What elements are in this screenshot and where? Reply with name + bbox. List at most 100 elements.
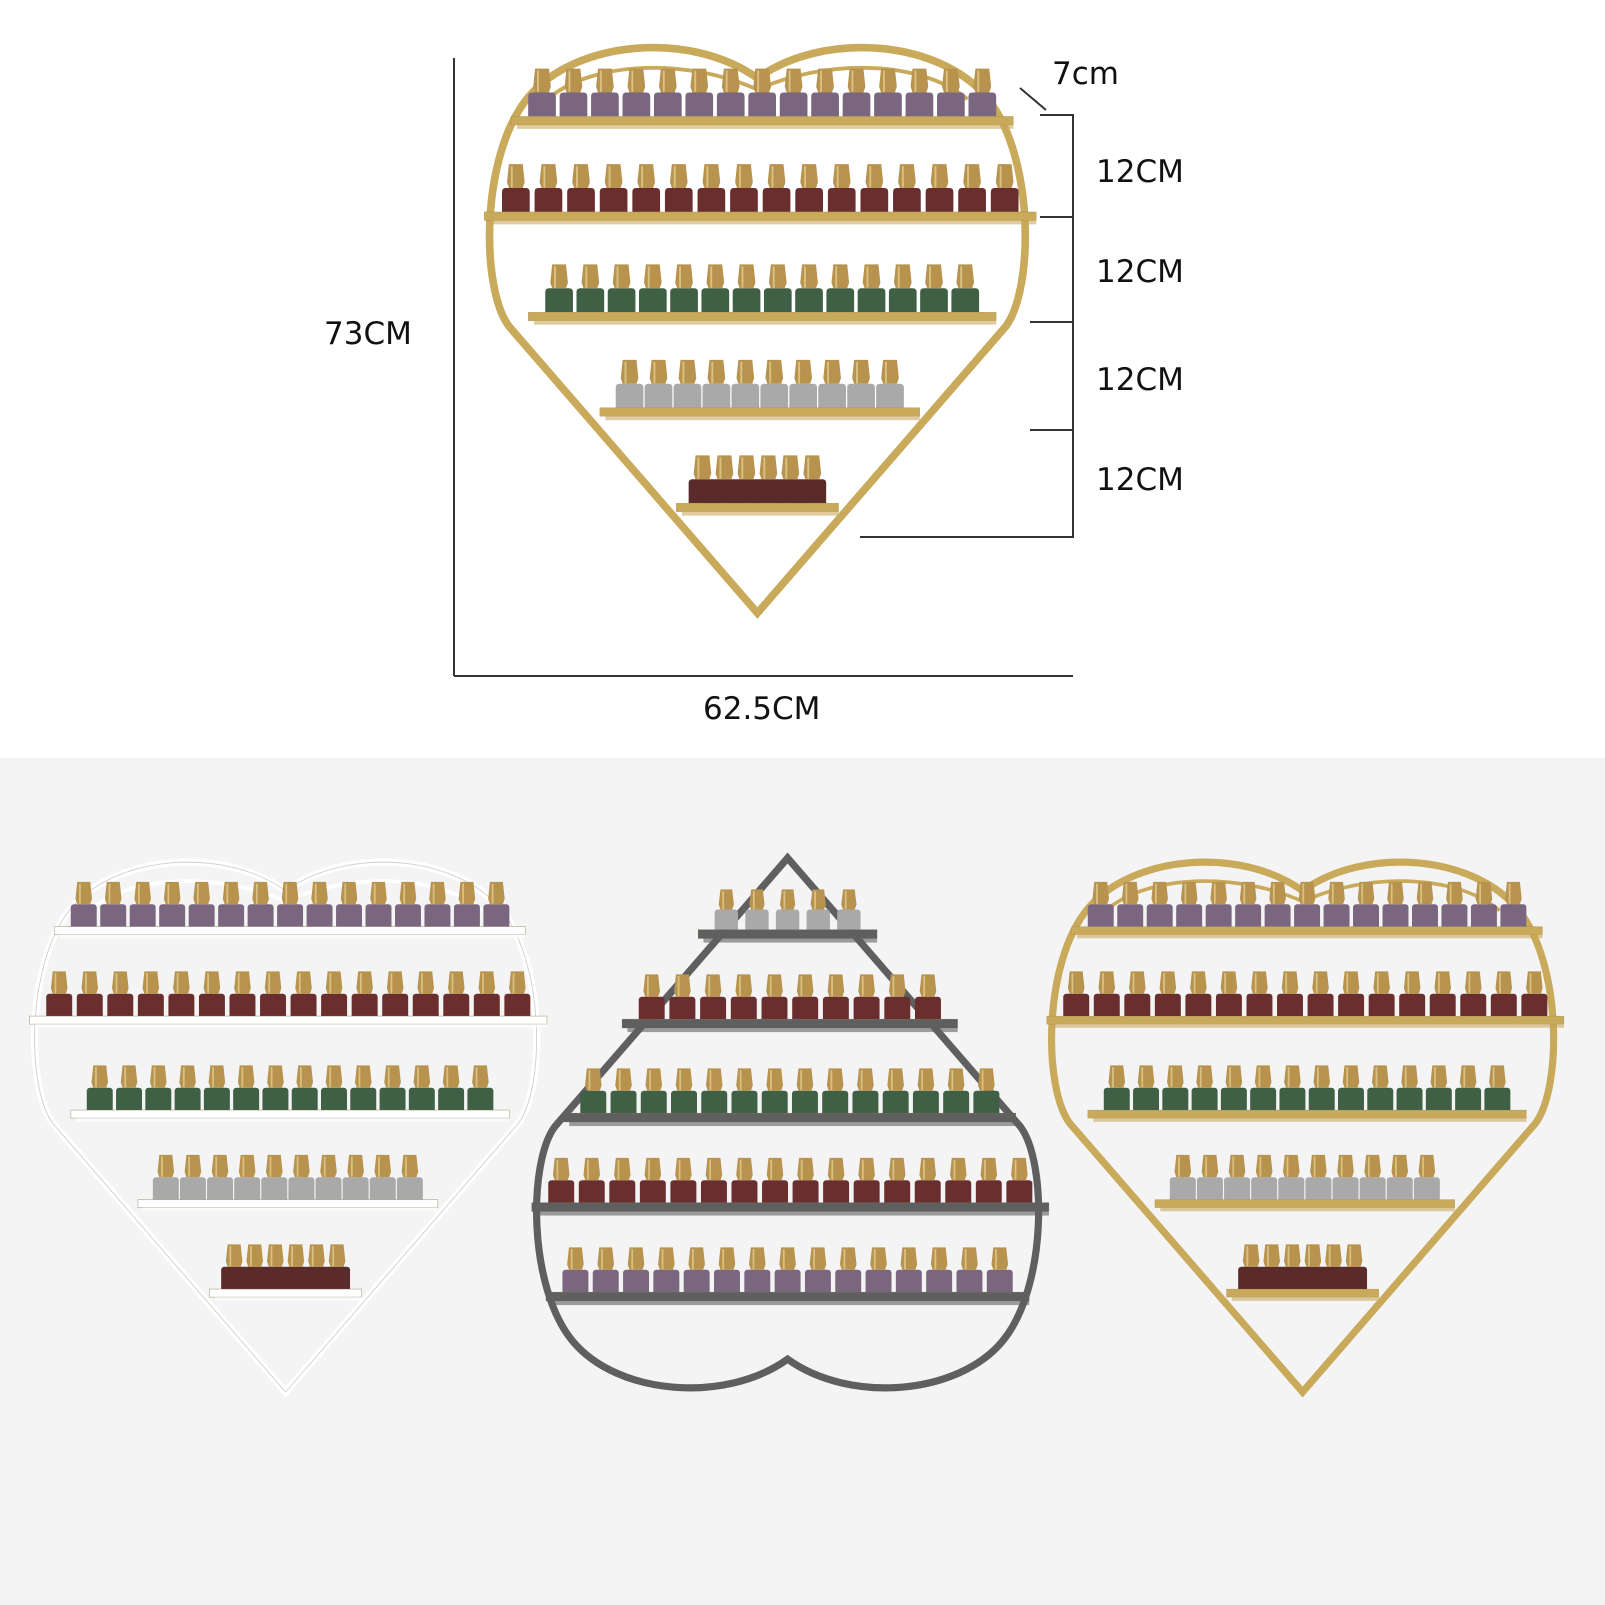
bottle-body [277, 904, 304, 927]
shelf-edge [1077, 934, 1543, 939]
bottle-cap-highlight [1328, 1246, 1331, 1267]
bottle-body [1320, 1266, 1347, 1290]
bottle-cap [442, 1065, 460, 1088]
bottle-cap-highlight [709, 1070, 712, 1091]
bottle-cap [678, 359, 697, 384]
shelf-edge [143, 1207, 438, 1212]
bottle-body [303, 1266, 330, 1290]
bottle-cap [1121, 881, 1139, 905]
bottle-body [1087, 904, 1114, 927]
bottle-body [806, 909, 830, 930]
bottle-body [1308, 1087, 1335, 1111]
bottle-body [207, 1177, 234, 1200]
bottle-cap [735, 974, 753, 997]
bottle-cap-highlight [770, 1159, 773, 1180]
bottle-body [473, 993, 500, 1017]
spacing-bracket [860, 114, 1074, 538]
bottle-cap-highlight [631, 70, 634, 93]
bottle-cap [1342, 1065, 1360, 1088]
bottle-cap [831, 264, 850, 289]
bottle-cap [1201, 1154, 1219, 1178]
bottle-cap-highlight [981, 1070, 984, 1091]
bottle-cap-highlight [769, 361, 772, 384]
bottle-cap-highlight [475, 1067, 478, 1088]
shelf-edge [1093, 1118, 1527, 1122]
bottle-cap [839, 1247, 857, 1270]
bottle-cap-highlight [554, 266, 556, 288]
bottle-cap [417, 971, 435, 994]
bottle-body [688, 479, 717, 504]
bottle-cap-highlight [953, 1159, 956, 1180]
bottle-body [762, 1180, 788, 1203]
bottle-body [137, 993, 164, 1017]
bottle-cap [356, 971, 373, 994]
bottle-cap-highlight [709, 1159, 712, 1180]
bottle-cap-highlight [1315, 973, 1318, 994]
bottle-body [664, 188, 693, 212]
bottle-cap [888, 1157, 906, 1181]
bottle-cap [797, 1157, 814, 1181]
bottle-body [716, 92, 745, 117]
bottle-cap-highlight [967, 166, 969, 188]
bottle-cap-highlight [296, 1156, 299, 1177]
bottle-body [562, 1269, 589, 1293]
bottle-body [670, 288, 698, 313]
bottle-cap [702, 164, 721, 189]
bottle-cap [995, 164, 1014, 189]
bottle-cap [718, 889, 734, 910]
bottle-body [86, 1087, 113, 1111]
bottle-cap-highlight [608, 166, 611, 188]
bottle-cap [1263, 1244, 1281, 1267]
shelf-edge [703, 938, 878, 943]
bottle-cap-highlight [1407, 973, 1410, 994]
bottle-cap-highlight [892, 1159, 895, 1180]
bottle-body [968, 92, 997, 117]
bottle-body [1215, 993, 1242, 1017]
bottle-body [732, 288, 761, 313]
bottle-cap [803, 455, 822, 480]
bottle-cap [1255, 1154, 1273, 1178]
bottle-cap-highlight [1184, 883, 1187, 904]
shelf-board [621, 1018, 958, 1029]
bottle-cap [1269, 881, 1286, 905]
bottle-cap-highlight [108, 883, 111, 904]
bottle-cap-highlight [124, 1067, 127, 1088]
bottle-cap-highlight [1302, 883, 1305, 904]
bottle-cap [1190, 971, 1207, 994]
bottle-cap-highlight [576, 166, 578, 188]
bottle-cap [627, 68, 646, 93]
bottle-cap-highlight [890, 1070, 893, 1091]
bottle-body [1196, 1177, 1223, 1200]
bottle-body [1367, 1087, 1394, 1111]
bottle-body [884, 996, 911, 1020]
bottle-body [818, 383, 846, 408]
bottle-cap [1284, 1065, 1301, 1088]
bottle-cap [1418, 1154, 1436, 1178]
bottle-cap [1313, 1065, 1330, 1088]
bottle-cap-highlight [697, 457, 700, 479]
bottle-body [1251, 1177, 1278, 1200]
bottle-cap [852, 359, 870, 384]
heart-frame [1047, 858, 1558, 1398]
bottle-cap-highlight [752, 1249, 755, 1270]
bottle-cap-highlight [788, 70, 791, 93]
bottle-body [835, 1269, 862, 1293]
bottle-cap-highlight [451, 973, 454, 994]
bottle-cap [675, 1157, 692, 1181]
bottle-body [874, 92, 902, 117]
bottle-body [1133, 1087, 1160, 1111]
bottle-cap [354, 1065, 372, 1088]
bottle-cap-highlight [646, 976, 649, 997]
rack-variants [29, 852, 1565, 1398]
dimension-lines [453, 58, 1074, 677]
bottle-cap-highlight [800, 976, 803, 997]
bottle-body [394, 904, 421, 927]
bottle-cap-highlight [677, 976, 680, 997]
bottle-body [1460, 993, 1487, 1017]
bottle-body [986, 1269, 1013, 1293]
bottle-cap-highlight [387, 1067, 390, 1088]
bottle-body [701, 288, 730, 313]
bottle-cap [429, 881, 446, 905]
bottle-cap-highlight [999, 166, 1002, 188]
bottle-cap [991, 1247, 1009, 1270]
